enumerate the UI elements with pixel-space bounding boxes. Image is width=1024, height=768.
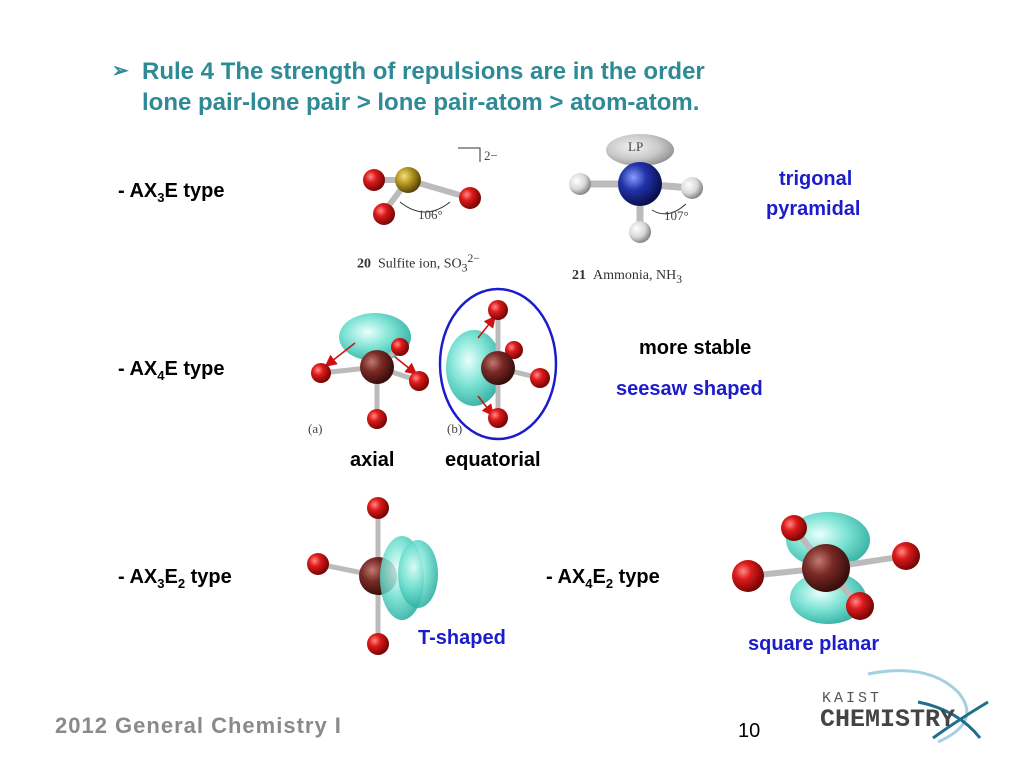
- lone-pair-lobe: [446, 330, 502, 406]
- ammonia-angle: 107°: [664, 208, 689, 223]
- rule-line-1: Rule 4 The strength of repulsions are in…: [142, 58, 705, 85]
- sulfite-caption-text: Sulfite ion, SO: [378, 256, 462, 272]
- ax4e2-sub1: 4: [585, 576, 593, 591]
- oxygen-atom: [367, 409, 387, 429]
- trigonal-label-1: trigonal: [779, 168, 853, 190]
- axial-figure: [311, 313, 429, 429]
- oxygen-atom: [488, 408, 508, 428]
- sulfite-caption: 20 Sulfite ion, SO32−: [357, 252, 480, 274]
- oxygen-atom: [367, 497, 389, 519]
- ammonia-lp-label: LP: [628, 139, 644, 154]
- more-stable-label: more stable: [639, 337, 752, 359]
- ax3e-mid: E: [164, 180, 178, 202]
- ax3e2-label: - AX3E2 type: [118, 566, 232, 591]
- central-atom: [360, 350, 394, 384]
- hydrogen-atom: [681, 177, 703, 199]
- ax3e-prefix: - AX: [118, 180, 158, 202]
- ammonia-caption-sub: 3: [676, 272, 683, 286]
- hydrogen-atom: [569, 173, 591, 195]
- ax4e2-suffix: type: [613, 566, 660, 588]
- oxygen-atom: [781, 515, 807, 541]
- ax4e2-prefix: - AX: [546, 566, 586, 588]
- ammonia-number: 21: [572, 268, 586, 283]
- sulfite-number: 20: [357, 256, 371, 272]
- highlight-ellipse: [438, 287, 558, 441]
- kaist-logo-graphic: [867, 669, 989, 744]
- nitrogen-atom: [618, 162, 662, 206]
- oxygen-atom: [488, 300, 508, 320]
- ammonia-figure: [569, 134, 703, 243]
- page-number: 10: [738, 720, 761, 742]
- lone-pair-lobe: [398, 540, 438, 608]
- oxygen-atom: [732, 560, 764, 592]
- ax3e-label: - AX3E type: [118, 180, 225, 205]
- ax4e-mid: E: [164, 358, 178, 380]
- sulfite-caption-sup: 2−: [467, 252, 480, 265]
- panel-b-label: (b): [447, 421, 463, 436]
- sulfite-caption-sub: 3: [461, 261, 468, 275]
- equatorial-label: equatorial: [445, 449, 541, 471]
- lone-pair-lobe: [606, 134, 674, 166]
- oxygen-atom: [311, 363, 331, 383]
- axial-label: axial: [350, 449, 395, 471]
- bracket-mark: [458, 147, 481, 162]
- ax3e-suffix: type: [177, 180, 225, 202]
- ax4e-suffix: type: [177, 358, 225, 380]
- central-atom: [802, 544, 850, 592]
- t-shaped-figure: [307, 497, 438, 655]
- trigonal-label-2: pyramidal: [766, 198, 861, 220]
- square-planar-label: square planar: [748, 633, 880, 655]
- oxygen-atom: [363, 169, 385, 191]
- ax4e2-label: - AX4E2 type: [546, 566, 660, 591]
- oxygen-atom: [505, 341, 523, 359]
- t-shaped-label: T-shaped: [418, 627, 506, 649]
- ax4e-prefix: - AX: [118, 358, 158, 380]
- ax3e-sub: 3: [157, 190, 165, 205]
- ax3e2-suffix: type: [185, 566, 232, 588]
- central-atom: [481, 351, 515, 385]
- sulfite-figure: [363, 147, 481, 225]
- logo-chemistry-text: CHEMISTRY: [820, 705, 956, 734]
- ammonia-caption: 21 Ammonia, NH3: [572, 268, 682, 286]
- oxygen-atom: [307, 553, 329, 575]
- equatorial-figure: [438, 287, 558, 441]
- oxygen-atom: [530, 368, 550, 388]
- ax4e-sub: 4: [157, 368, 165, 383]
- square-planar-figure: [732, 512, 920, 624]
- ax3e2-sub1: 3: [157, 576, 165, 591]
- course-footer: 2012 General Chemistry I: [55, 713, 342, 738]
- ax3e2-mid: E: [164, 566, 178, 588]
- ax3e2-prefix: - AX: [118, 566, 158, 588]
- ax4e2-sub2: 2: [605, 576, 614, 591]
- rule-line-2: lone pair-lone pair > lone pair-atom > a…: [142, 89, 700, 116]
- oxygen-atom: [391, 338, 409, 356]
- oxygen-atom: [373, 203, 395, 225]
- oxygen-atom: [409, 371, 429, 391]
- panel-a-label: (a): [308, 421, 323, 436]
- ax4e2-mid: E: [592, 566, 606, 588]
- oxygen-atom: [367, 633, 389, 655]
- logo-kaist-text: KAIST: [822, 690, 883, 707]
- ax4e-label: - AX4E type: [118, 358, 225, 383]
- ax3e2-sub2: 2: [177, 576, 186, 591]
- hydrogen-atom: [629, 221, 651, 243]
- sulfite-charge: 2−: [484, 148, 498, 163]
- seesaw-label: seesaw shaped: [616, 378, 763, 400]
- sulfite-angle: 106°: [418, 207, 443, 222]
- oxygen-atom: [459, 187, 481, 209]
- oxygen-atom: [892, 542, 920, 570]
- oxygen-atom: [846, 592, 874, 620]
- bullet-arrow-icon: ➢: [112, 60, 129, 82]
- sulfur-atom: [395, 167, 421, 193]
- ammonia-caption-text: Ammonia, NH: [593, 268, 677, 283]
